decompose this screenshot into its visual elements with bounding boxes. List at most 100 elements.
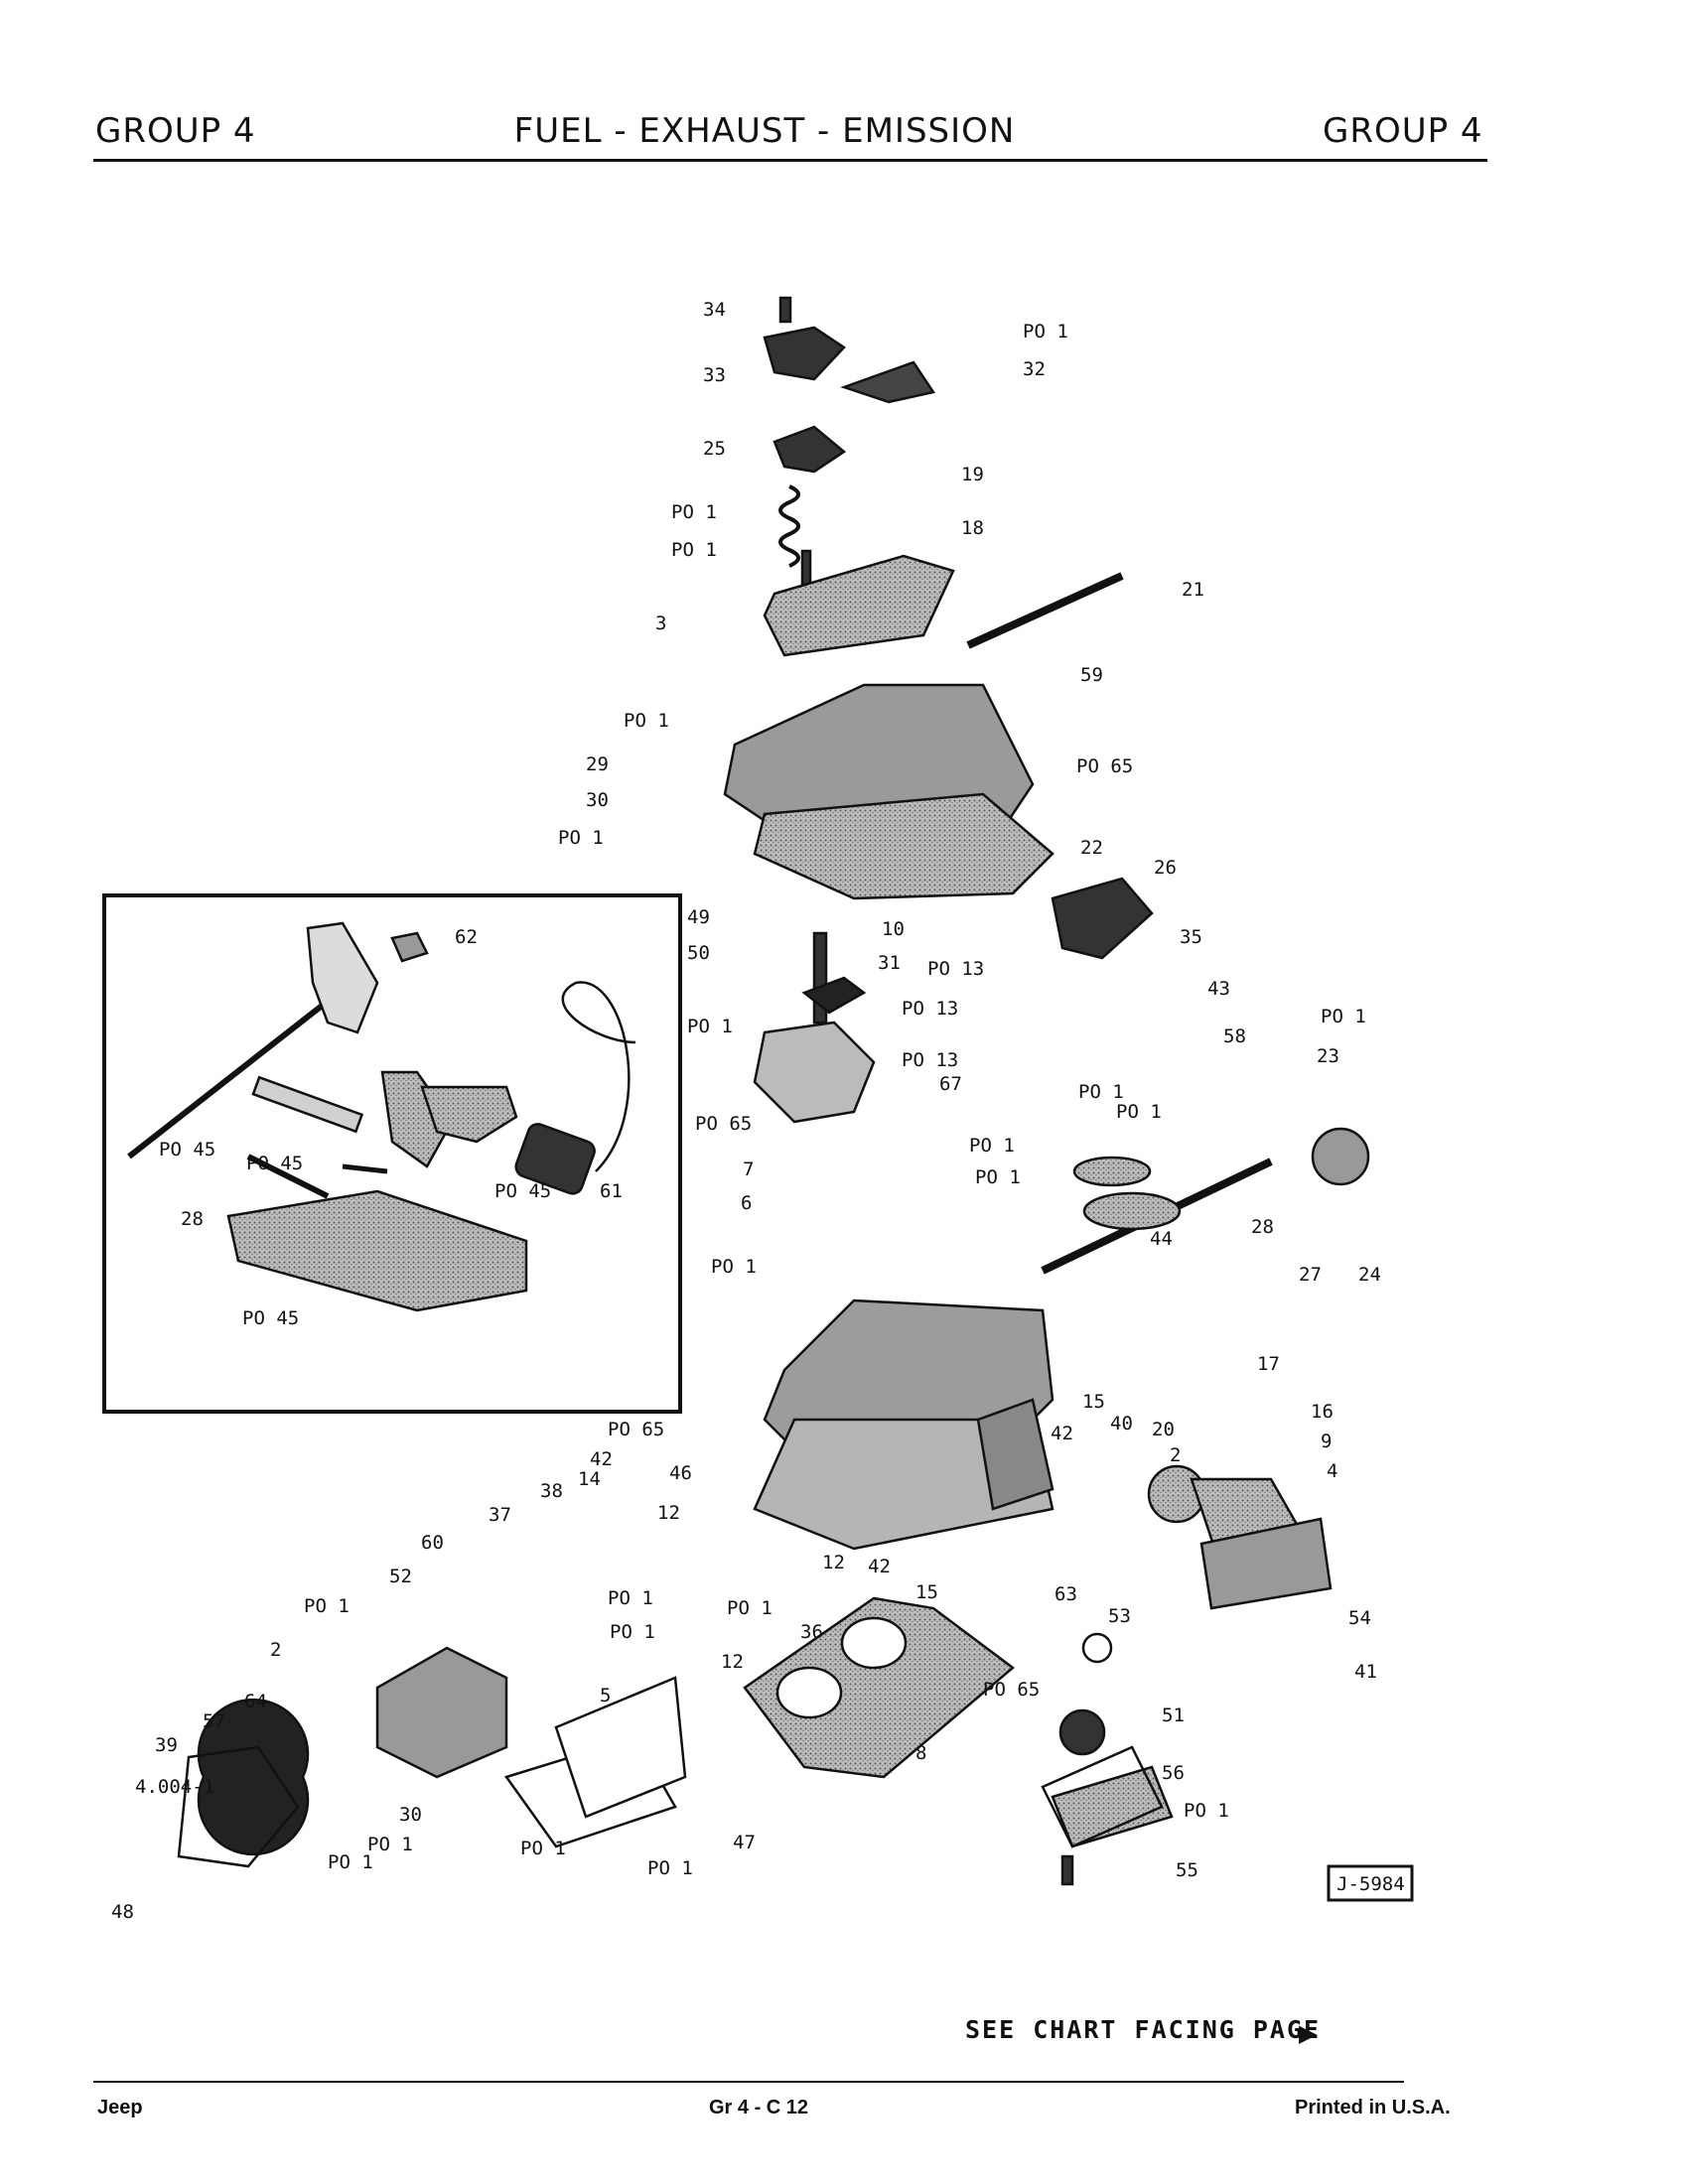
callout-label: 14: [578, 1468, 601, 1490]
callout-label: 7: [743, 1159, 754, 1180]
callout-label: 17: [1257, 1353, 1280, 1375]
callout-label: 36: [800, 1621, 823, 1643]
callout-label: 39: [155, 1734, 178, 1756]
callout-label: 2: [270, 1639, 281, 1661]
footer-brand: Jeep: [97, 2097, 143, 2118]
header-right-group: GROUP 4: [1323, 111, 1483, 151]
callout-label: 47: [733, 1832, 756, 1853]
callout-label: 27: [1299, 1264, 1322, 1286]
callout-label: 38: [540, 1480, 563, 1502]
footer-rule: [93, 2081, 1404, 2083]
figure-id-box: [1327, 1864, 1414, 1902]
callout-label: 34: [703, 299, 726, 321]
callout-label: 15: [1082, 1391, 1105, 1413]
callout-label: 4.004-1: [135, 1776, 214, 1798]
figure-id: J-5984: [1336, 1873, 1405, 1895]
callout-label: PO 1: [1116, 1101, 1162, 1123]
callout-label: 55: [1176, 1859, 1198, 1881]
main-body-assembly: [177, 1298, 1333, 1886]
callout-label: 12: [721, 1651, 744, 1673]
callout-label: 56: [1162, 1762, 1185, 1784]
inset-choke-assembly: [127, 921, 636, 1312]
callout-label: 10: [882, 918, 905, 940]
callout-label: 42: [868, 1556, 891, 1577]
callout-label: 46: [669, 1462, 692, 1484]
callout-label: PO 1: [1321, 1006, 1366, 1027]
callout-label: PO 1: [975, 1166, 1021, 1188]
callout-label: 23: [1317, 1045, 1339, 1067]
inset-callout-labels: 62 PO 45 PO 45 PO 45 61 28 PO 45: [159, 926, 623, 1329]
callout-label: 21: [1182, 579, 1204, 601]
callout-label: 51: [1162, 1705, 1185, 1726]
callout-label: 33: [703, 364, 726, 386]
inset-callout-label: 61: [600, 1180, 623, 1202]
footer-printed: Printed in U.S.A.: [1295, 2097, 1451, 2118]
callout-label: 5: [600, 1685, 611, 1706]
callout-label: PO 1: [610, 1621, 655, 1643]
callout-label: 4: [1327, 1460, 1337, 1482]
callout-label: PO 65: [983, 1679, 1040, 1701]
callout-label: 8: [915, 1742, 926, 1764]
callout-label: 15: [915, 1581, 938, 1603]
callout-label: PO 1: [969, 1135, 1015, 1157]
callout-label: 31: [878, 952, 901, 974]
callout-label: PO 13: [902, 998, 958, 1020]
callout-label: 18: [961, 517, 984, 539]
callout-label: 24: [1358, 1264, 1381, 1286]
callout-label: 64: [244, 1691, 267, 1712]
callout-labels: 34 PO 1 32 33 2 5 19 PO 1 18 PO 1 21 3 59…: [111, 299, 1381, 1923]
callout-label: PO 65: [1076, 755, 1133, 777]
callout-label: 53: [1108, 1605, 1131, 1627]
callout-label: PO 1: [558, 827, 604, 849]
callout-label: 49: [687, 906, 710, 928]
right-arrow-icon: ▶: [1299, 2019, 1318, 2047]
callout-label: PO 1: [1078, 1081, 1124, 1103]
callout-label: 48: [111, 1901, 134, 1923]
callout-label: PO 65: [608, 1419, 664, 1440]
see-chart-note: SEE CHART FACING PAGE: [965, 2015, 1322, 2044]
callout-label: 12: [657, 1502, 680, 1524]
callout-label: 50: [687, 942, 710, 964]
callout-label: 52: [389, 1566, 412, 1587]
callout-label: 9: [1321, 1431, 1332, 1452]
callout-label: 20: [1152, 1419, 1175, 1440]
inset-callout-label: PO 45: [246, 1153, 303, 1174]
callout-label: PO 1: [304, 1595, 350, 1617]
callout-label: 30: [399, 1804, 422, 1826]
header-rule: [93, 159, 1487, 162]
callout-label: 26: [1154, 857, 1177, 879]
callout-label: 30: [586, 789, 609, 811]
callout-label: PO 13: [902, 1049, 958, 1071]
callout-label: PO 1: [1023, 321, 1068, 342]
metering-assemblies: [753, 877, 1370, 1275]
callout-label: 19: [961, 464, 984, 485]
callout-label: 28: [1251, 1216, 1274, 1238]
callout-label: 41: [1354, 1661, 1377, 1683]
callout-label: PO 1: [624, 710, 669, 732]
callout-label: 63: [1055, 1583, 1077, 1605]
header-title: FUEL - EXHAUST - EMISSION: [513, 111, 1016, 151]
callout-label: PO 13: [927, 958, 984, 980]
callout-label: 60: [421, 1532, 444, 1554]
callout-label: PO 1: [711, 1256, 757, 1278]
callout-label: 59: [1080, 664, 1103, 686]
inset-callout-label: PO 45: [242, 1307, 299, 1329]
inset-callout-label: 28: [181, 1208, 204, 1230]
callout-label: 42: [1051, 1423, 1073, 1444]
callout-label: 54: [1348, 1607, 1371, 1629]
callout-label: PO 1: [671, 539, 717, 561]
inset-frame: [102, 893, 682, 1414]
callout-label: 16: [1311, 1401, 1334, 1423]
callout-label: 32: [1023, 358, 1046, 380]
callout-label: PO 1: [727, 1597, 773, 1619]
callout-label: PO 1: [671, 501, 717, 523]
callout-label: 12: [822, 1552, 845, 1573]
callout-label: PO 1: [520, 1838, 566, 1859]
callout-label: 22: [1080, 837, 1103, 859]
callout-label: 35: [1180, 926, 1202, 948]
callout-label: 3: [655, 613, 666, 634]
callout-label: 44: [1150, 1228, 1173, 1250]
callout-label: PO 1: [608, 1587, 653, 1609]
callout-label: PO 1: [687, 1016, 733, 1037]
callout-label: 40: [1110, 1413, 1133, 1434]
